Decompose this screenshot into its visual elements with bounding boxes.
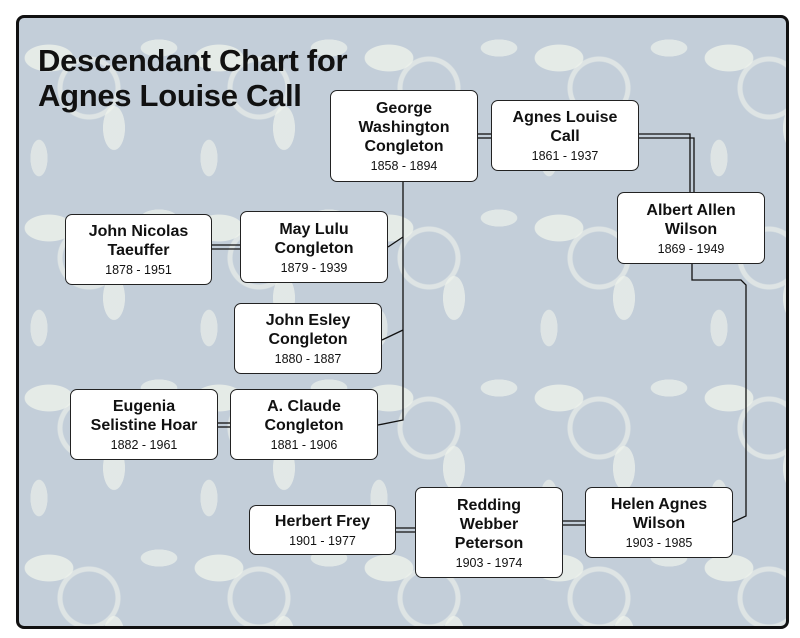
person-name: John Esley Congleton [265, 312, 351, 348]
person-name: Redding Webber Peterson [454, 496, 524, 552]
descendant-line [691, 264, 747, 523]
person-dates: 1903 - 1974 [455, 555, 523, 570]
person-name: Helen Agnes Wilson [610, 496, 708, 532]
chart-title: Descendant Chart for Agnes Louise Call [38, 43, 348, 113]
person-box-herbert-frey[interactable]: Herbert Frey 1901 - 1977 [249, 505, 396, 555]
person-dates: 1861 - 1937 [531, 149, 599, 163]
person-name: A. Claude Congleton [264, 398, 344, 434]
title-line-2: Agnes Louise Call [38, 78, 302, 113]
person-box-john-esley-congleton[interactable]: John Esley Congleton 1880 - 1887 [234, 303, 382, 374]
person-box-john-nicolas-taeuffer[interactable]: John Nicolas Taeuffer 1878 - 1951 [65, 214, 212, 285]
title-line-1: Descendant Chart for [38, 43, 348, 78]
person-box-may-lulu-congleton[interactable]: May Lulu Congleton 1879 - 1939 [240, 211, 388, 283]
descendant-line [377, 182, 404, 426]
person-box-helen-agnes-wilson[interactable]: Helen Agnes Wilson 1903 - 1985 [585, 487, 733, 558]
person-box-a-claude-congleton[interactable]: A. Claude Congleton 1881 - 1906 [230, 389, 378, 460]
spouse-line [639, 133, 691, 192]
person-name: George Washington Congleton [358, 100, 450, 155]
person-box-george-washington-congleton[interactable]: George Washington Congleton 1858 - 1894 [330, 90, 478, 182]
person-name: May Lulu Congleton [274, 220, 354, 257]
person-dates: 1881 - 1906 [270, 438, 338, 452]
person-name: Eugenia Selistine Hoar [90, 398, 198, 434]
person-dates: 1879 - 1939 [280, 260, 348, 275]
person-dates: 1858 - 1894 [370, 159, 438, 173]
person-dates: 1901 - 1977 [289, 534, 356, 548]
person-box-agnes-louise-call[interactable]: Agnes Louise Call 1861 - 1937 [491, 100, 639, 171]
person-name: John Nicolas Taeuffer [88, 223, 189, 259]
person-name: Herbert Frey [274, 513, 371, 530]
person-box-albert-allen-wilson[interactable]: Albert Allen Wilson 1869 - 1949 [617, 192, 765, 264]
person-name: Albert Allen Wilson [646, 201, 736, 238]
person-dates: 1880 - 1887 [274, 352, 342, 366]
person-dates: 1869 - 1949 [657, 241, 725, 256]
person-box-redding-webber-peterson[interactable]: Redding Webber Peterson 1903 - 1974 [415, 487, 563, 578]
person-dates: 1903 - 1985 [625, 536, 693, 550]
person-name: Agnes Louise Call [512, 109, 618, 145]
person-box-eugenia-selistine-hoar[interactable]: Eugenia Selistine Hoar 1882 - 1961 [70, 389, 218, 460]
person-dates: 1882 - 1961 [110, 438, 178, 452]
person-dates: 1878 - 1951 [105, 263, 172, 277]
